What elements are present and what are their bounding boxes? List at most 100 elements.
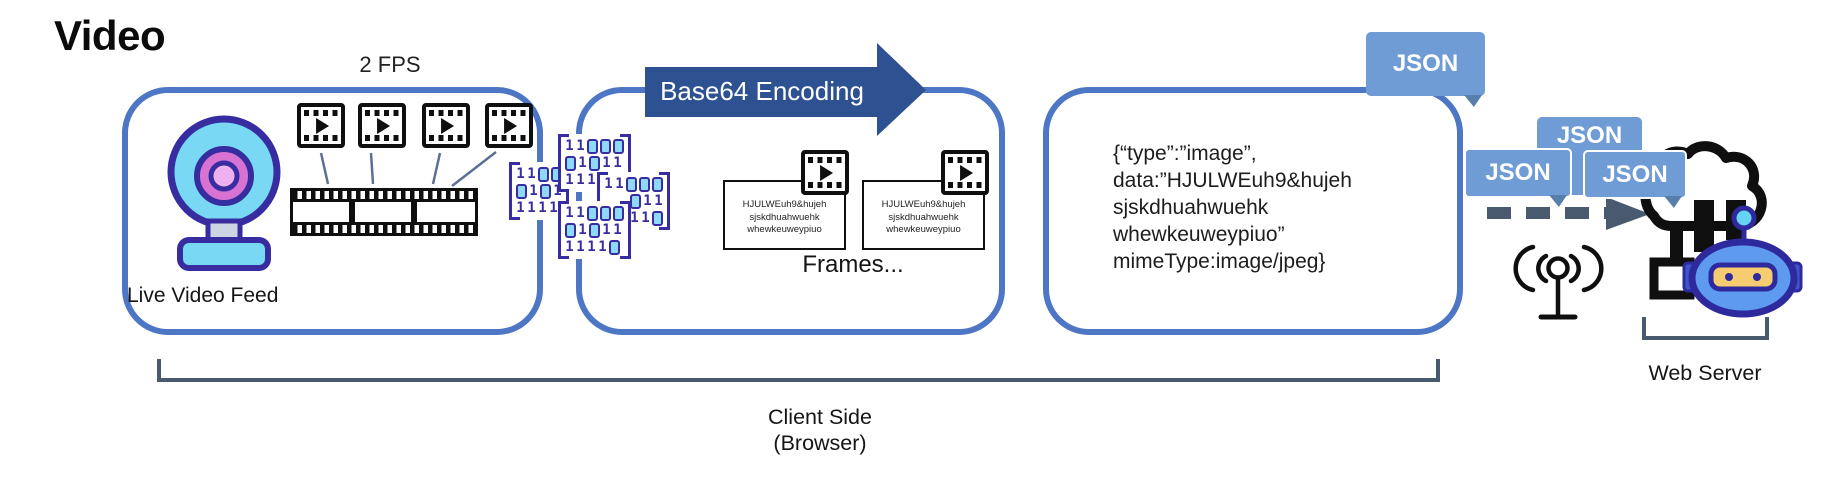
strip-divider: [411, 199, 417, 225]
binary-digit: 1: [587, 172, 596, 188]
json-payload-line: {“type”:”image”,: [1113, 142, 1257, 165]
binary-digit: 1: [654, 193, 663, 209]
binary-digit: 1: [602, 155, 611, 171]
binary-digit: 0: [565, 222, 576, 238]
film-dots: [808, 182, 842, 188]
badge-fold: [1464, 95, 1482, 107]
play-icon: [960, 164, 974, 181]
binary-digit: 0: [587, 205, 598, 221]
binary-digit: 1: [576, 138, 585, 154]
binary-digit: 1: [643, 193, 652, 209]
video-frame-icon: [485, 103, 533, 148]
client-side-bracket: [157, 359, 1440, 382]
encoded-frame-card: HJULWEuh9&hujeh sjskdhuahwuehk whewkeuwe…: [723, 180, 846, 250]
binary-digit: 1: [613, 155, 622, 171]
binary-digit: 0: [587, 138, 598, 154]
base64-text-line: HJULWEuh9&hujeh: [881, 199, 966, 211]
page-title: Video: [54, 12, 166, 59]
binary-digit: 1: [613, 222, 622, 238]
binary-digit: 1: [553, 183, 562, 199]
json-badge: JSON: [1583, 150, 1687, 208]
frames-label: Frames...: [802, 251, 904, 278]
binary-digit: 0: [600, 205, 611, 221]
binary-digit: 1: [576, 172, 585, 188]
film-dots: [808, 157, 842, 163]
json-payload-text: {“type”:”image”, data:”HJULWEuh9&hujeh s…: [1113, 140, 1363, 275]
binary-digit: 1: [602, 222, 611, 238]
binary-digit: 0: [589, 222, 600, 238]
film-dots: [304, 135, 338, 141]
binary-digit: 1: [587, 239, 596, 255]
film-dots: [492, 135, 526, 141]
binary-digit: 0: [609, 239, 620, 255]
base64-text-line: HJULWEuh9&hujeh: [742, 199, 827, 211]
binary-digit: 1: [527, 200, 536, 216]
binary-digit: 1: [598, 239, 607, 255]
binary-digit: 1: [565, 205, 574, 221]
binary-digit: 1: [549, 200, 558, 216]
payload-stage-box: [1043, 87, 1463, 335]
json-payload-line: sjskdhuahwuehk: [1113, 196, 1269, 219]
json-payload-line: data:”HJULWEuh9&hujeh: [1113, 169, 1352, 192]
binary-digit: 0: [626, 176, 637, 192]
client-side-line2: (Browser): [773, 431, 867, 455]
video-frame-icon: [941, 150, 989, 195]
binary-digit: 0: [565, 155, 576, 171]
binary-digit: 0: [652, 210, 663, 226]
binary-digit: 0: [538, 166, 549, 182]
binary-digit: 1: [565, 138, 574, 154]
binary-digit: 0: [613, 205, 624, 221]
binary-digit: 1: [565, 239, 574, 255]
strip-divider: [349, 199, 355, 225]
binary-digit: 1: [641, 210, 650, 226]
robot-icon: [1682, 205, 1803, 318]
sprocket-holes: [293, 222, 475, 233]
video-frame-icon: [297, 103, 345, 148]
film-dots: [492, 110, 526, 116]
film-dots: [365, 110, 399, 116]
video-frame-icon: [358, 103, 406, 148]
binary-digit: 1: [630, 210, 639, 226]
client-side-label: Client Side (Browser): [700, 404, 940, 456]
video-frame-icon: [422, 103, 470, 148]
binary-matrix: 110000101111110: [558, 201, 631, 259]
binary-digit: 1: [578, 155, 587, 171]
binary-digit: 1: [578, 222, 587, 238]
antenna-icon: [1513, 244, 1604, 320]
binary-digit: 0: [600, 138, 611, 154]
play-icon: [316, 117, 330, 134]
binary-digit: 0: [540, 183, 551, 199]
client-side-line1: Client Side: [768, 405, 872, 429]
play-icon: [504, 117, 518, 134]
play-icon: [377, 117, 391, 134]
web-server-label: Web Server: [1648, 361, 1762, 385]
film-dots: [948, 157, 982, 163]
base64-text-line: whewkeuweypiuo: [747, 224, 822, 236]
fps-label: 2 FPS: [359, 52, 421, 77]
base64-text-line: sjskdhuahwuehk: [749, 211, 820, 223]
base64-text-line: sjskdhuahwuehk: [888, 211, 959, 223]
json-payload-line: mimeType:image/jpeg}: [1113, 250, 1326, 273]
binary-digit: 0: [639, 176, 650, 192]
film-dots: [365, 135, 399, 141]
play-icon: [820, 164, 834, 181]
json-badge-label: JSON: [1485, 159, 1551, 186]
dashed-arrow: [1487, 197, 1650, 230]
base64-text-line: whewkeuweypiuo: [886, 224, 961, 236]
play-icon: [441, 117, 455, 134]
binary-digit: 1: [516, 166, 525, 182]
badge-fold: [1664, 196, 1682, 208]
film-dots: [304, 110, 338, 116]
binary-digit: 1: [565, 172, 574, 188]
binary-digit: 1: [615, 176, 624, 192]
binary-matrix: 1100001011111: [558, 134, 631, 192]
binary-digit: 1: [516, 200, 525, 216]
binary-digit: 1: [576, 239, 585, 255]
binary-digit: 0: [516, 183, 527, 199]
binary-digit: 0: [652, 176, 663, 192]
web-server-bracket: [1642, 317, 1769, 340]
json-badge: JSON: [1464, 148, 1572, 207]
json-badge-label: JSON: [1602, 160, 1668, 188]
encoding-arrow-label: Base64 Encoding: [660, 76, 864, 106]
